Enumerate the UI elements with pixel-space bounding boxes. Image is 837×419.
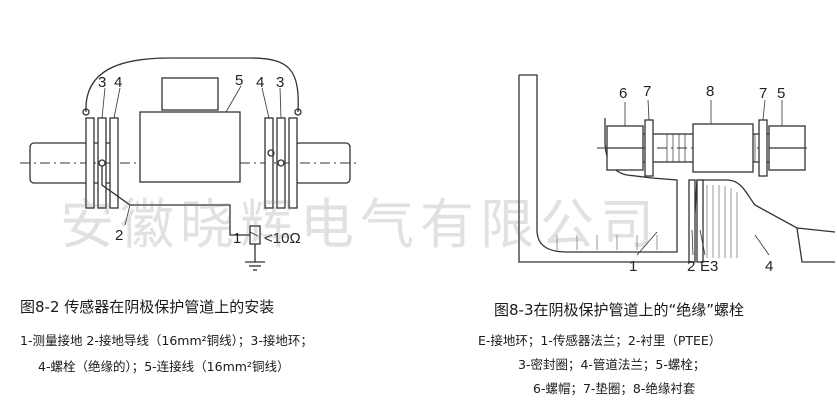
label-1: 1 — [233, 230, 241, 247]
insulated-bolt-diagram: 6 7 8 7 5 1 2 E3 4 — [518, 74, 836, 275]
label-4a: 4 — [114, 74, 122, 91]
lining — [688, 179, 696, 263]
left-figure-title: 图8-2 传感器在阴极保护管道上的安装 — [20, 298, 275, 316]
label-1: 1 — [629, 258, 637, 275]
label-3a: 3 — [98, 74, 106, 91]
left-caption-line-2: 4-螺栓（绝缘的）；5-连接线（16mm²铜线） — [38, 359, 290, 374]
label-6: 6 — [619, 85, 627, 102]
right-caption-line-1: E-接地环；1-传感器法兰；2-衬里（PTEE） — [478, 333, 722, 348]
label-2: 2 — [687, 258, 695, 275]
label-2: 2 — [115, 227, 123, 244]
ground-ring-left — [85, 117, 95, 209]
connection-wire — [85, 57, 299, 113]
label-7b: 7 — [759, 85, 767, 102]
seal-ring — [696, 179, 704, 263]
sensor-body — [139, 111, 241, 183]
label-5: 5 — [235, 72, 243, 89]
label-7a: 7 — [643, 83, 651, 100]
label-4: 4 — [765, 258, 773, 275]
right-figure-title: 图8-3在阴极保护管道上的“绝缘”螺栓 — [494, 301, 745, 319]
label-4b: 4 — [256, 74, 264, 91]
washer-left — [644, 119, 654, 177]
insulating-sleeve — [692, 123, 754, 173]
label-8: 8 — [706, 83, 714, 100]
label-3b: 3 — [276, 74, 284, 91]
washer-right — [758, 119, 768, 177]
sensor-head — [161, 77, 219, 111]
label-5: 5 — [777, 85, 785, 102]
company-watermark: 安徽晓辉电气有限公司 — [60, 193, 660, 256]
label-E3: E3 — [700, 258, 718, 275]
sensor-installation-diagram: 3 4 5 4 3 2 1 <10Ω — [20, 57, 360, 271]
resistance-label: <10Ω — [264, 230, 301, 247]
right-caption-line-3: 6-螺帽；7-垫圈；8-绝缘衬套 — [533, 381, 696, 396]
right-caption-line-2: 3-密封圈；4-管道法兰；5-螺栓； — [518, 357, 706, 372]
left-caption-line-1: 1-测量接地 2-接地导线（16mm²铜线）；3-接地环； — [20, 333, 313, 348]
